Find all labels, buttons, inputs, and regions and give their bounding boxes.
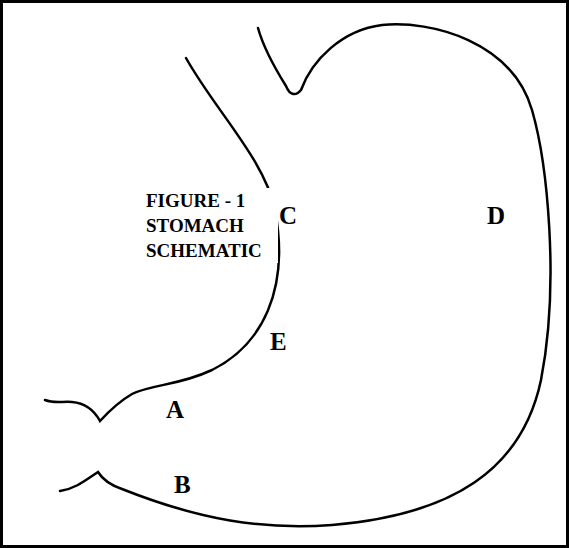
region-letter: E: [270, 329, 287, 354]
region-letter: D: [487, 203, 505, 228]
greater-curvature: [60, 24, 550, 526]
lesser-curvature: [45, 58, 279, 421]
region-letter: B: [174, 472, 191, 497]
region-letter: A: [166, 397, 184, 422]
figure-title: FIGURE - 1 STOMACH SCHEMATIC: [146, 188, 278, 263]
region-letter: C: [279, 203, 297, 228]
